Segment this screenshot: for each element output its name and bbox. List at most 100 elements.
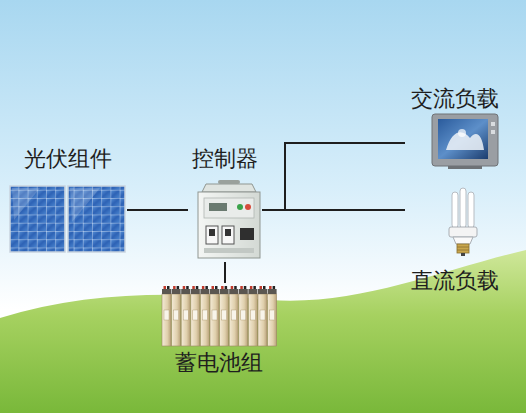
- cfl-bulb-part: [461, 253, 465, 256]
- solar-panel-part: [70, 188, 100, 222]
- battery-node: 蓄电池组: [158, 283, 280, 376]
- battery-bank-part: [172, 289, 181, 294]
- solar-panel-part: [10, 186, 65, 252]
- battery-bank-part: [183, 286, 186, 289]
- wire-line: [224, 262, 226, 283]
- battery-bank-part: [181, 294, 190, 346]
- component-label: 直流负载: [411, 268, 499, 294]
- wire: [262, 143, 405, 210]
- tv-set-part: [491, 122, 495, 126]
- wire: [225, 262, 226, 283]
- battery-bank-part: [212, 286, 215, 289]
- controller-box-part: [225, 229, 231, 236]
- tv-set: [432, 114, 498, 169]
- battery-bank-part: [174, 310, 179, 320]
- battery-bank-part: [231, 310, 236, 320]
- component-label: 蓄电池组: [175, 350, 263, 376]
- controller-box-part: [245, 204, 251, 210]
- battery-bank-part: [234, 286, 237, 289]
- cfl-bulb-part: [453, 237, 473, 244]
- battery-bank-part: [172, 294, 181, 346]
- battery-bank-part: [220, 294, 229, 346]
- cfl-bulb-part: [457, 247, 469, 250]
- battery-bank-part: [200, 289, 209, 294]
- wire-line: [262, 143, 405, 210]
- battery-bank-part: [248, 294, 257, 346]
- ac-load-node: 交流负载: [405, 86, 505, 170]
- solar-panel-part: [68, 186, 125, 252]
- battery-bank-part: [215, 286, 218, 289]
- controller-node: 控制器: [188, 146, 262, 262]
- battery-bank-part: [220, 289, 229, 294]
- battery-bank-part: [225, 286, 228, 289]
- battery-bank-part: [193, 310, 198, 320]
- cfl-bulb: [449, 188, 477, 256]
- cfl-bulb-part: [449, 227, 477, 237]
- controller-box-part: [204, 198, 254, 218]
- battery-bank-part: [177, 286, 180, 289]
- tv-set-part: [432, 114, 498, 166]
- green-hill: [0, 250, 526, 413]
- battery-bank-part: [183, 310, 188, 320]
- cfl-bulb-part: [452, 192, 458, 228]
- wire: [262, 210, 405, 211]
- battery-bank-part: [258, 294, 267, 346]
- cfl-bulb-part: [460, 188, 466, 228]
- pv-module-node: 光伏组件: [8, 146, 127, 256]
- battery-bank-part: [202, 286, 205, 289]
- battery-bank-part: [162, 289, 171, 294]
- controller-box-part: [204, 248, 254, 253]
- controller-box-part: [218, 180, 240, 184]
- component-label: 光伏组件: [24, 146, 112, 172]
- battery-bank-part: [241, 310, 246, 320]
- dc-load-node: 直流负载: [405, 186, 505, 294]
- battery-bank-part: [186, 286, 189, 289]
- tv-set-part: [491, 130, 495, 134]
- cfl-bulb-part: [468, 192, 474, 228]
- battery-bank-part: [191, 294, 200, 346]
- wire-line: [127, 209, 188, 211]
- battery-bank-part: [263, 286, 266, 289]
- controller-box-part: [237, 204, 243, 210]
- battery-bank-part: [181, 289, 190, 294]
- controller-box-part: [240, 228, 254, 240]
- battery-bank: [162, 286, 277, 346]
- battery-bank-part: [260, 310, 265, 320]
- battery-bank-part: [192, 286, 195, 289]
- battery-bank-part: [196, 286, 199, 289]
- battery-bank-part: [250, 286, 253, 289]
- tv-set-part: [448, 166, 482, 169]
- battery-bank-part: [164, 310, 169, 320]
- controller-box-part: [209, 203, 227, 211]
- battery-bank-part: [268, 294, 277, 346]
- battery-bank-part: [248, 289, 257, 294]
- wire-line: [262, 209, 405, 211]
- battery-bank-part: [268, 289, 277, 294]
- controller-box-part: [206, 226, 218, 244]
- tv-set-part: [458, 129, 466, 137]
- battery-bank-part: [239, 289, 248, 294]
- battery-bank-part: [202, 310, 207, 320]
- battery-bank-part: [229, 289, 238, 294]
- controller-box-part: [222, 226, 234, 244]
- controller-box: [198, 180, 260, 258]
- battery-bank-part: [222, 310, 227, 320]
- battery-bank-part: [212, 310, 217, 320]
- battery-bank-part: [200, 294, 209, 346]
- battery-bank-part: [258, 289, 267, 294]
- battery-bank-part: [273, 286, 276, 289]
- solar-panel: [10, 186, 125, 252]
- battery-bank-part: [231, 286, 234, 289]
- battery-bank-part: [229, 294, 238, 346]
- battery-bank-part: [240, 286, 243, 289]
- battery-bank-part: [221, 286, 224, 289]
- battery-bank-part: [250, 310, 255, 320]
- controller-box-part: [202, 184, 256, 192]
- battery-bank-part: [239, 294, 248, 346]
- solar-panel-part: [12, 188, 40, 220]
- cfl-bulb-part: [457, 244, 469, 253]
- controller-box-part: [198, 192, 260, 258]
- wire: [127, 210, 188, 211]
